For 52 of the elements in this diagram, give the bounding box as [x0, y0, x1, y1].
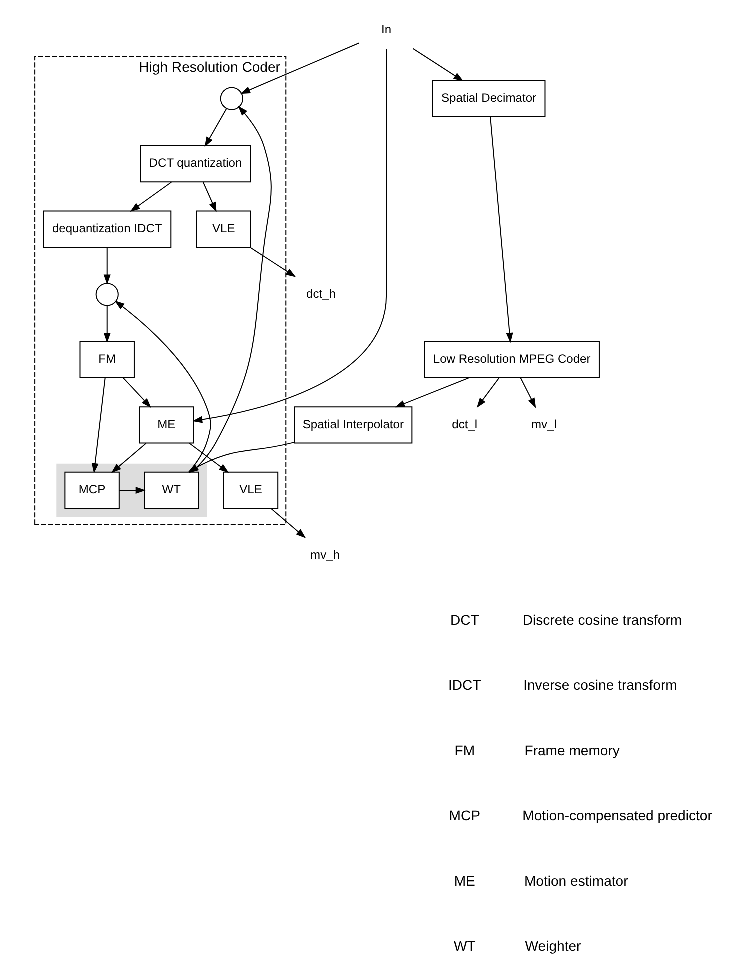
arrow [204, 108, 227, 148]
arrow [188, 443, 229, 474]
node-box: VLE [222, 472, 278, 510]
node-box: VLE [196, 210, 251, 248]
node-box: DCT quantization [140, 146, 251, 183]
node-box: FM [79, 341, 134, 379]
node-text: dct_l [452, 417, 478, 432]
node-box: Low Resolution MPEG Coder [424, 341, 600, 379]
arrow [520, 378, 536, 408]
node-circle [220, 87, 243, 110]
label: Inverse cosine transform [523, 677, 677, 694]
label: Frame memory [524, 742, 620, 758]
arrow [270, 508, 306, 538]
node-box: Spatial Interpolator [294, 406, 412, 444]
arrow [91, 378, 106, 474]
arrow [412, 48, 464, 82]
label: Discrete cosine transform [522, 612, 682, 628]
arrow [394, 378, 469, 408]
arrow [119, 486, 146, 494]
node-box: ME [138, 406, 194, 444]
arrow [192, 106, 272, 472]
arrow [202, 182, 216, 212]
arrow [103, 248, 110, 285]
label: DCT [450, 612, 479, 628]
arrow [240, 42, 359, 94]
label: Motion estimator [524, 872, 628, 889]
node-text: mv_l [531, 417, 556, 432]
arrow [130, 182, 172, 212]
arrow [188, 442, 294, 474]
node-text: mv_h [310, 548, 340, 562]
arrow [103, 306, 110, 344]
node-box: MCP [64, 472, 120, 510]
label: WT [453, 938, 476, 954]
node-box: dequantization IDCT [42, 210, 172, 248]
node-circle [95, 283, 118, 306]
arrow [490, 117, 513, 344]
label: IDCT [448, 677, 481, 694]
arrow [110, 443, 146, 474]
label: MCP [448, 808, 480, 824]
arrow [192, 49, 387, 424]
arrow [476, 378, 500, 408]
label: Motion-compensated predictor [522, 808, 712, 824]
label: Weighter [524, 938, 581, 954]
node-box: WT [144, 472, 199, 510]
node-text: dct_h [306, 286, 336, 301]
arrow [122, 378, 151, 408]
node-box: Spatial Decimator [432, 80, 546, 118]
node-text: In [381, 22, 392, 37]
label: FM [454, 742, 475, 758]
label: ME [454, 872, 475, 889]
arrow [114, 300, 211, 473]
arrow [249, 247, 296, 278]
